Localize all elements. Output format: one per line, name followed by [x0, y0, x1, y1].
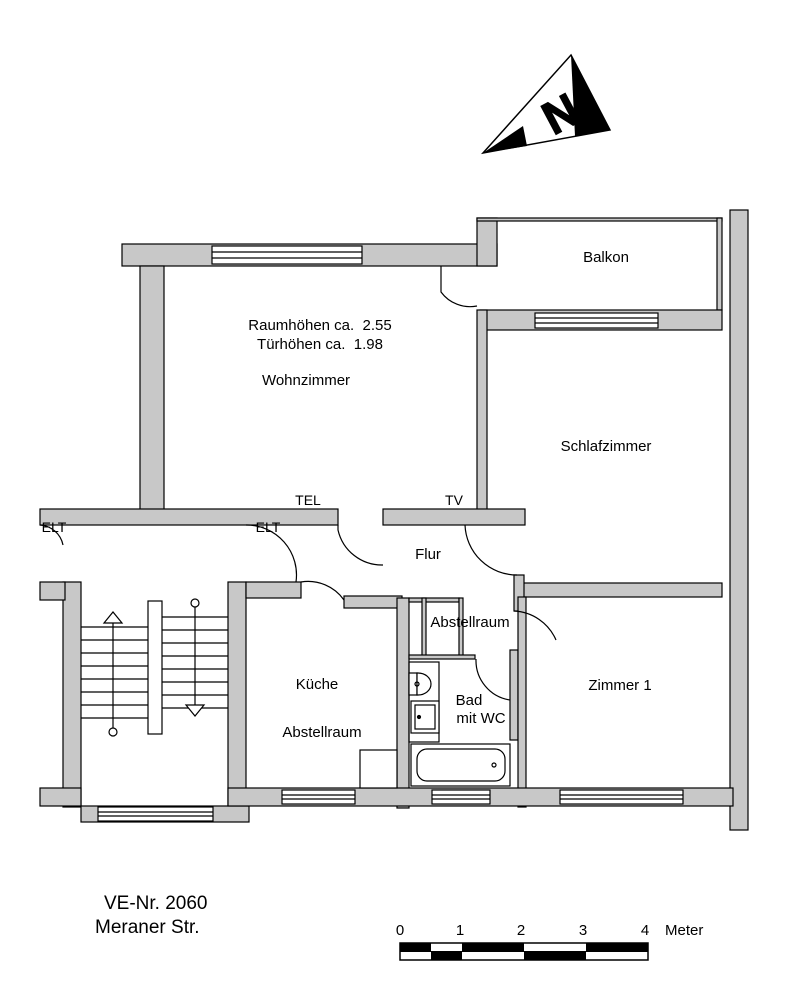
- room-label-bad-wc: mit WC: [456, 710, 505, 727]
- room-label-abstellraum-flur: Abstellraum: [430, 614, 509, 631]
- staircase: [81, 598, 228, 737]
- scale-tick-0: 0: [396, 922, 404, 939]
- street-name: Meraner Str.: [95, 917, 200, 938]
- socket-label-elt-left: ELT: [42, 519, 67, 535]
- scale-tick-4: 4: [641, 922, 649, 939]
- room-label-kueche: Küche: [296, 676, 339, 693]
- socket-label-tel: TEL: [295, 492, 321, 508]
- scale-bar: 0 1 2 3 4 Meter: [396, 922, 703, 961]
- ceiling-height-note: Raumhöhen ca. 2.55: [248, 317, 391, 334]
- room-label-bad: Bad: [456, 692, 483, 709]
- scale-tick-2: 2: [517, 922, 525, 939]
- room-label-schlafzimmer: Schlafzimmer: [561, 438, 652, 455]
- room-label-flur: Flur: [415, 546, 441, 563]
- ve-number: VE-Nr. 2060: [104, 893, 208, 914]
- room-label-wohnzimmer: Wohnzimmer: [262, 372, 350, 389]
- room-label-zimmer1: Zimmer 1: [588, 677, 651, 694]
- toilet-icon: [408, 672, 432, 696]
- room-labels: Balkon Raumhöhen ca. 2.55 Türhöhen ca. 1…: [42, 249, 652, 741]
- bathroom-fixtures: [408, 661, 511, 787]
- arrow-down-icon: [184, 704, 206, 717]
- scale-tick-1: 1: [456, 922, 464, 939]
- bathtub-icon: [410, 743, 511, 787]
- walls: [39, 209, 749, 831]
- scale-unit: Meter: [665, 922, 703, 939]
- stair-steps-left: [81, 626, 148, 719]
- doors: [39, 266, 557, 701]
- north-arrow-icon: N: [480, 53, 612, 155]
- arrow-up-icon: [102, 611, 124, 624]
- door-height-note: Türhöhen ca. 1.98: [257, 336, 383, 353]
- windows: [97, 245, 684, 822]
- room-label-balkon: Balkon: [583, 249, 629, 266]
- sink-icon: [410, 700, 440, 734]
- room-label-abstellraum-kueche: Abstellraum: [282, 724, 361, 741]
- socket-label-elt-right: ELT: [256, 519, 281, 535]
- scale-tick-3: 3: [579, 922, 587, 939]
- socket-label-tv: TV: [445, 492, 464, 508]
